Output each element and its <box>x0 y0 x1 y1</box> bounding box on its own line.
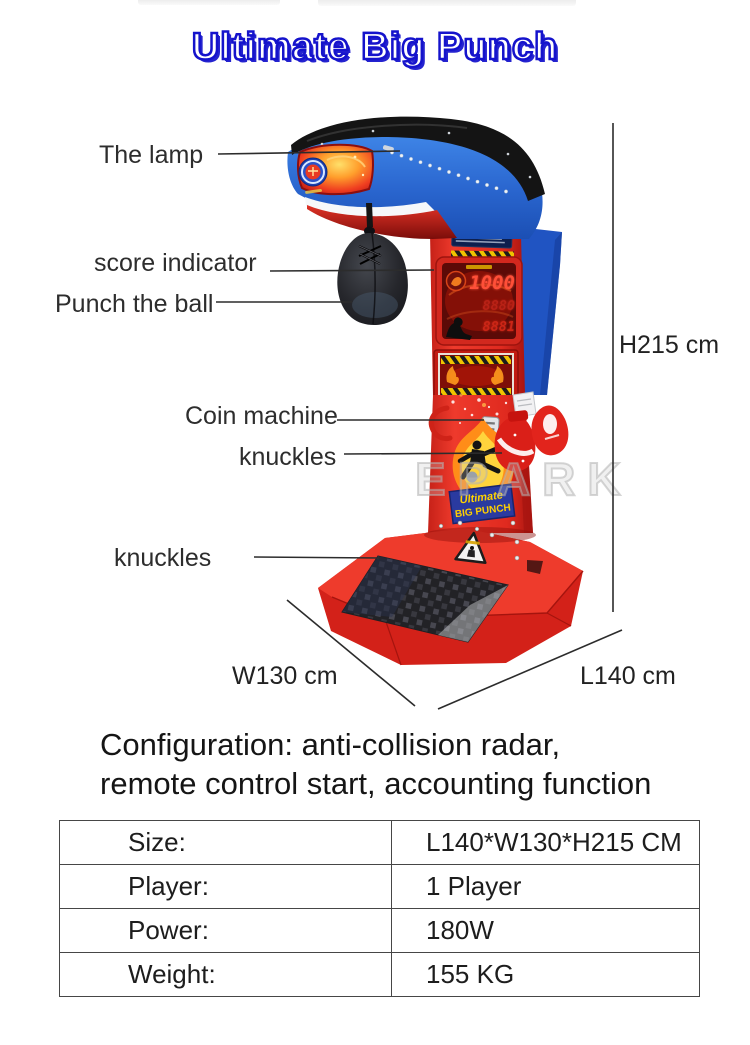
gray-ball <box>466 471 478 483</box>
head-underside <box>307 205 457 239</box>
spec-value: 1 Player <box>391 864 700 909</box>
callout-coin-machine: Coin machine <box>185 402 338 430</box>
callout-lamp: The lamp <box>99 141 204 169</box>
configuration-line1: Configuration: anti-collision radar, <box>100 727 561 762</box>
dimension-width: W130 cm <box>232 662 338 690</box>
machine-base <box>318 520 584 666</box>
score-display: 1000 8880 8881 <box>435 256 523 346</box>
fist-hook <box>428 405 453 442</box>
brand-band: Ultimate BIG PUNCH <box>448 483 516 525</box>
table-row: Player: 1 Player <box>59 864 700 909</box>
punch-ball <box>337 203 408 326</box>
spec-table: Size: L140*W130*H215 CM Player: 1 Player… <box>59 820 700 997</box>
dimension-height: H215 cm <box>619 331 720 359</box>
machine-illustration: 1000 8880 8881 <box>287 116 584 666</box>
warning-sticker <box>454 531 487 564</box>
dimension-length: L140 cm <box>580 662 676 690</box>
watermark: EPARK <box>414 452 633 506</box>
coin-panel <box>433 349 519 403</box>
callout-punch-ball: Punch the ball <box>55 290 214 318</box>
table-row: Size: L140*W130*H215 CM <box>59 820 700 865</box>
machine-column-upper: 1000 8880 8881 <box>430 223 562 403</box>
bolts <box>438 520 520 561</box>
kickboxer-silhouette-small <box>446 317 472 340</box>
spec-value: L140*W130*H215 CM <box>391 820 700 865</box>
cap-screws <box>320 129 532 179</box>
boxing-gloves <box>494 391 569 472</box>
spec-label: Weight: <box>59 952 392 997</box>
table-row: Power: 180W <box>59 908 700 953</box>
led-score-row3: 8881 <box>482 319 515 335</box>
spec-label: Power: <box>59 908 392 953</box>
led-score-row1: 1000 <box>469 272 515 294</box>
spec-value: 180W <box>391 908 700 953</box>
spec-label: Size: <box>59 820 392 865</box>
machine-cap <box>291 116 545 201</box>
table-row: Weight: 155 KG <box>59 952 700 997</box>
callout-score-indicator: score indicator <box>94 249 257 277</box>
led-score-row2: 8880 <box>482 298 515 314</box>
callout-knuckles-upper: knuckles <box>239 443 337 471</box>
top-edge-artifact <box>138 0 280 5</box>
white-stripe <box>305 197 435 217</box>
paint-splatter <box>451 398 508 424</box>
configuration-line2: remote control start, accounting functio… <box>100 766 652 801</box>
lamp-window <box>296 143 374 196</box>
machine-head <box>287 116 545 239</box>
spec-value: 155 KG <box>391 952 700 997</box>
spec-label: Player: <box>59 864 392 909</box>
page-title: Ultimate Big Punch <box>191 25 559 70</box>
configuration-text: Configuration: anti-collision radar, rem… <box>100 725 651 803</box>
brand-line1: Ultimate <box>459 489 504 506</box>
callout-knuckles-lower: knuckles <box>114 544 212 572</box>
top-edge-artifact <box>318 0 576 6</box>
